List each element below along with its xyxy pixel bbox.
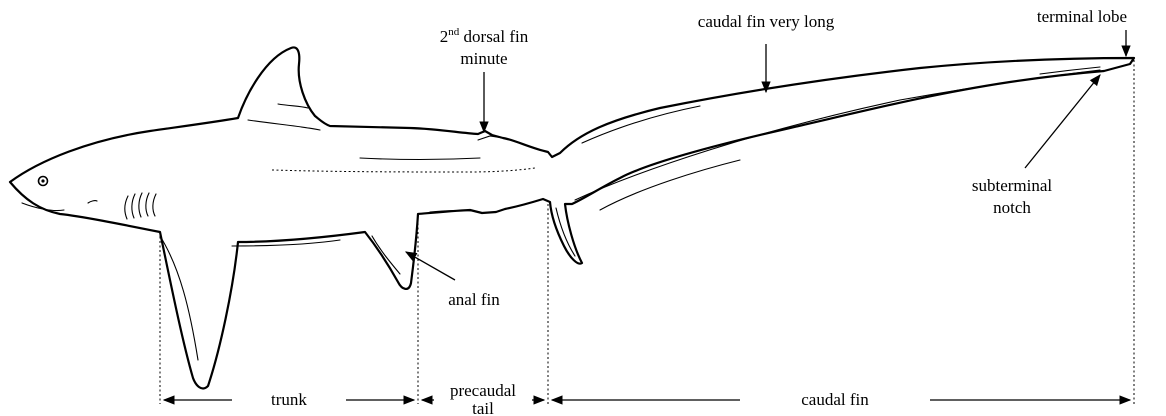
label-precaudal-line1: precaudal — [450, 381, 516, 400]
label-second-dorsal-fin-line2: minute — [460, 49, 507, 68]
arrow-subterminal-notch — [1025, 75, 1100, 168]
label-second-dorsal-fin: 2nd dorsal fin — [440, 26, 529, 46]
label-subterminal-line1: subterminal — [972, 176, 1053, 195]
label-terminal-lobe: terminal lobe — [1037, 7, 1127, 26]
label-anal-fin: anal fin — [448, 290, 500, 309]
label-trunk: trunk — [271, 390, 307, 409]
shark-body-outline — [10, 47, 1134, 388]
label-precaudal-line2: tail — [472, 399, 494, 416]
label-caudal-fin: caudal fin — [801, 390, 869, 409]
label-caudal-fin-very-long: caudal fin very long — [698, 12, 835, 31]
label-subterminal-line2: notch — [993, 198, 1031, 217]
shark-illustration — [10, 47, 1134, 388]
